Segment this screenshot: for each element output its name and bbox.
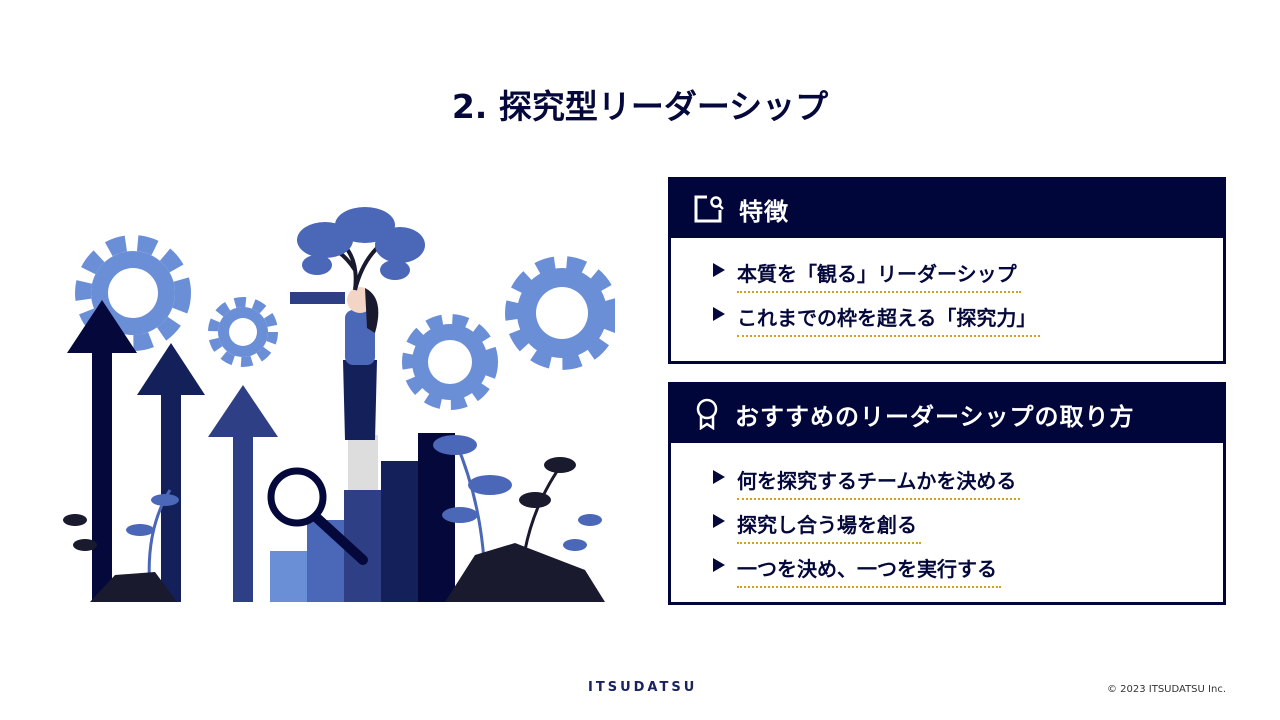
list-item: 本質を「観る」リーダーシップ [713,248,1223,293]
bar [270,551,307,602]
arrow-icon [208,385,278,602]
item-text: これまでの枠を超える「探究力」 [737,302,1041,337]
bullet-triangle-icon [713,307,725,321]
magnifier-icon [267,467,368,565]
item-text: 何を探究するチームかを決める [737,465,1021,500]
bullet-triangle-icon [713,514,725,528]
company-logo: ITSUDATSU [588,680,698,695]
bullet-triangle-icon [713,470,725,484]
rock-icon [445,543,605,602]
gear-icon [208,297,278,367]
page-title: 2. 探究型リーダーシップ [451,87,829,126]
item-text: 本質を「観る」リーダーシップ [737,258,1021,293]
list-item: これまでの枠を超える「探究力」 [713,292,1223,337]
arrow-icon [137,343,205,602]
features-header: 特徴 [671,180,1223,238]
tree-icon [297,207,425,291]
list-item: 何を探究するチームかを決める [713,455,1223,500]
recommend-heading: おすすめのリーダーシップの取り方 [735,402,1135,431]
search-document-icon [694,195,724,223]
bar [381,461,418,602]
recommend-header: おすすめのリーダーシップの取り方 [671,385,1223,443]
list-item: 一つを決め、一つを実行する [713,543,1223,588]
list-item: 探究し合う場を創る [713,499,1223,544]
gear-icon [402,314,498,410]
gear-icon [75,235,191,351]
copyright: © 2023 ITSUDATSU Inc. [1106,684,1226,695]
person-icon [290,287,379,490]
rock-icon [90,572,177,602]
bullet-triangle-icon [713,558,725,572]
gear-icon [505,256,615,370]
bullet-triangle-icon [713,263,725,277]
features-panel: 特徴 本質を「観る」リーダーシップ これまでの枠を超える「探究力」 [668,177,1226,364]
recommend-panel: おすすめのリーダーシップの取り方 何を探究するチームかを決める 探究し合う場を創… [668,382,1226,605]
award-ribbon-icon [696,398,718,430]
leadership-illustration [63,207,615,602]
arrow-icon [67,300,137,602]
item-text: 探究し合う場を創る [737,509,921,544]
features-heading: 特徴 [739,197,789,226]
item-text: 一つを決め、一つを実行する [737,553,1001,588]
